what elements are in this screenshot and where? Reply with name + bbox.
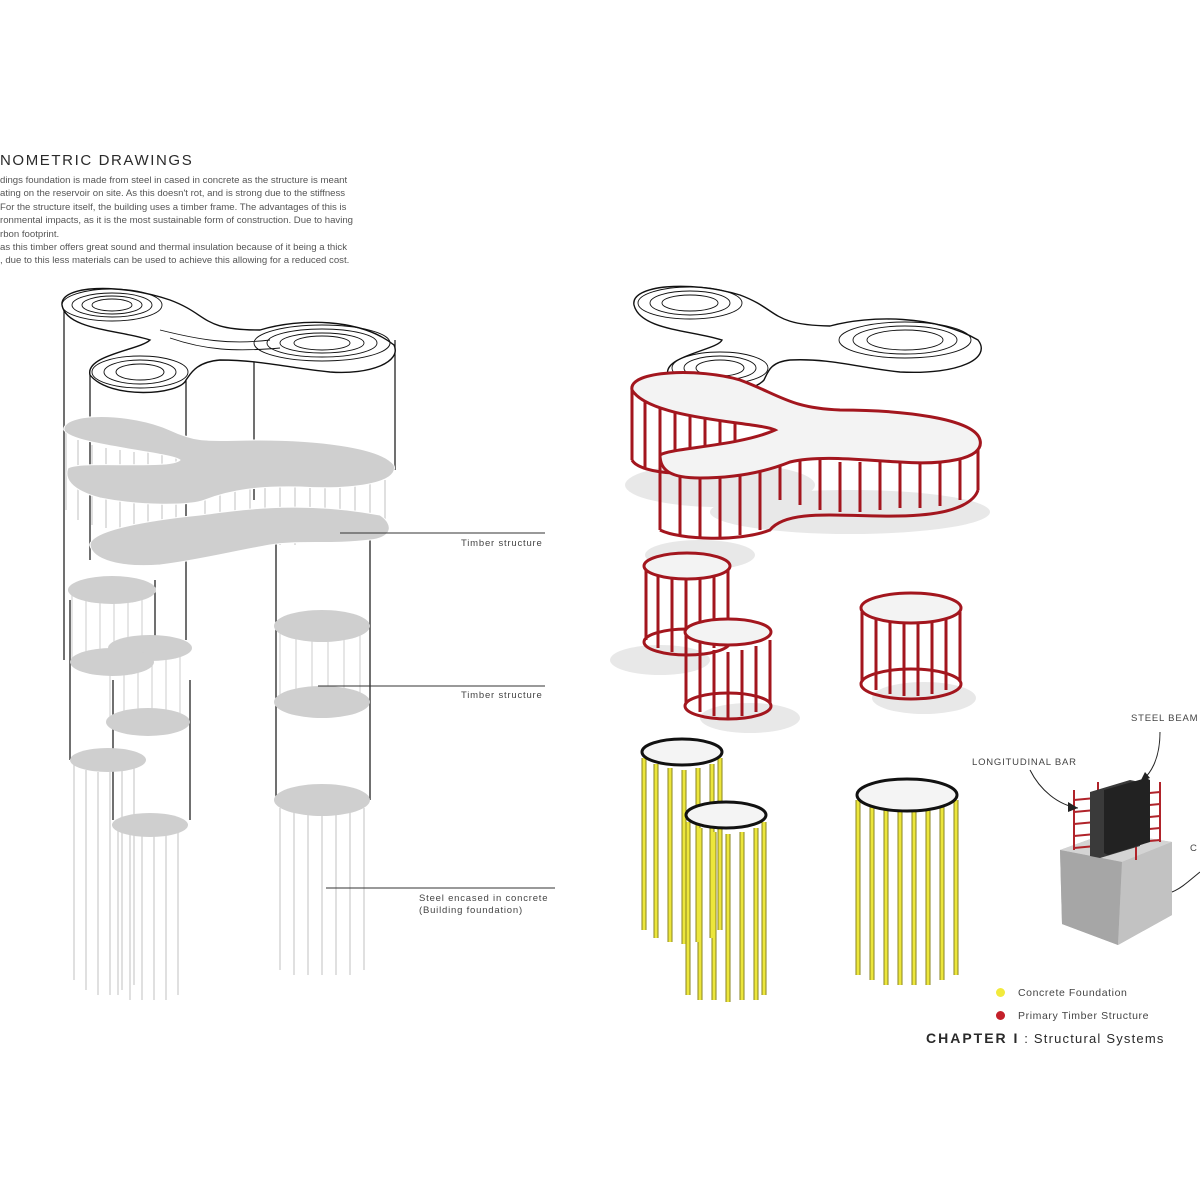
paragraph-line: , due to this less materials can be used… (0, 255, 350, 267)
legend-label-concrete: Concrete Foundation (1018, 987, 1128, 999)
paragraph-line: ating on the reservoir on site. As this … (0, 188, 346, 200)
right-upper-timber-frame (630, 371, 982, 540)
legend-item-timber: Primary Timber Structure (996, 1010, 1149, 1022)
legend-item-concrete: Concrete Foundation (996, 987, 1127, 999)
label-building-foundation: (Building foundation) (419, 905, 523, 916)
paragraph-line: rbon footprint. (0, 228, 60, 240)
intro-paragraph: dings foundation is made from steel in c… (0, 174, 380, 268)
left-foundation (70, 748, 370, 1000)
left-leader-lines (318, 532, 555, 889)
right-roof-contours (633, 285, 982, 393)
label-longitudinal-bar: LONGITUDINAL BAR (972, 757, 1077, 768)
left-roof-contours (61, 287, 396, 394)
chapter-title: CHAPTER I : Structural Systems (926, 1030, 1165, 1048)
label-timber-structure-upper: Timber structure (461, 538, 543, 549)
right-coloured-axonometric (610, 285, 1200, 1002)
label-steel-encased: Steel encased in concrete (419, 893, 549, 904)
label-steel-beam: STEEL BEAM (1131, 713, 1199, 724)
right-middle-timber-frames (642, 551, 963, 721)
page-heading: NOMETRIC DRAWINGS (0, 152, 194, 169)
right-concrete-foundations (640, 737, 959, 1002)
chapter-number: CHAPTER I (926, 1030, 1020, 1046)
legend-label-timber: Primary Timber Structure (1018, 1010, 1150, 1022)
legend-dot-timber (996, 1011, 1005, 1020)
legend-dot-concrete (996, 988, 1005, 997)
paragraph-line: For the structure itself, the building u… (0, 201, 347, 213)
paragraph-line: dings foundation is made from steel in c… (0, 175, 348, 186)
chapter-separator: : (1019, 1031, 1034, 1046)
left-middle-floors (68, 576, 370, 736)
steel-beam-detail (1029, 731, 1200, 945)
label-cut-off: C (1190, 843, 1198, 854)
left-upper-floor (63, 416, 395, 567)
left-exploded-axonometric (61, 287, 555, 1000)
paragraph-line: ronmental impacts, as it is the most sus… (0, 215, 354, 227)
label-timber-structure-lower: Timber structure (461, 690, 543, 701)
chapter-subtitle: Structural Systems (1033, 1031, 1165, 1046)
paragraph-line: as this timber offers great sound and th… (0, 241, 347, 253)
